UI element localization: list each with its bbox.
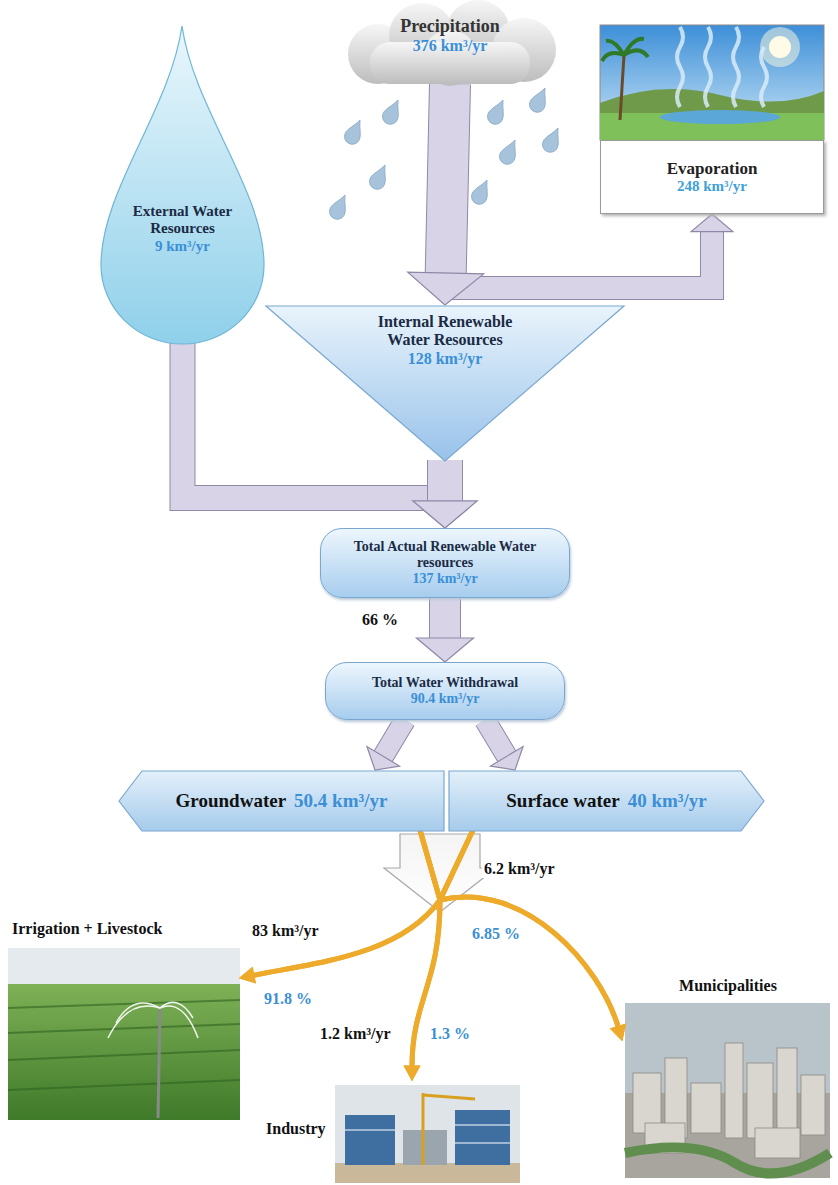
text-box: Evaporation248 km³/yr [600,140,824,214]
arrowhead [367,747,400,770]
industry-picture [335,1085,520,1183]
node-value: 50.4 km³/yr [294,790,387,812]
edge-label: 66 % [360,611,400,629]
node-value: 9 km³/yr [155,238,210,255]
node-title: Internal Renewable Water Resources [365,313,525,350]
node-title: Irrigation + Livestock [10,920,164,938]
arrowhead [611,1024,625,1040]
node-title: Municipalities [677,977,779,995]
flow-arrow-outline [485,720,507,757]
flow-value: 6.85 % [470,925,522,943]
node-title: Surface water [506,790,619,812]
arrow-banner: Groundwater 50.4 km³/yr [118,770,445,832]
flow-arrow-outline [383,720,405,757]
flow-arrow [440,830,618,1028]
node-title: Total Actual Renewable Water resources [331,539,559,571]
flow-connector [440,830,625,1040]
flow-arrow [253,830,440,975]
picture-node: Irrigation + Livestock [8,918,240,1122]
flow-arrow-outline [427,460,463,502]
node-title: Precipitation [400,16,500,37]
picture-node: Municipalities [622,975,832,1180]
flow-arrow-outline [429,598,461,639]
arrowhead [611,1024,625,1040]
flow-arrow [446,84,450,274]
arrowhead [413,501,478,528]
flow-connector [417,598,474,662]
arrow-banner: Surface water 40 km³/yr [448,770,765,832]
node-value: 248 km³/yr [677,178,747,195]
node-value: 40 km³/yr [628,790,707,812]
arrowhead [405,1066,420,1080]
rounded-box: Total Actual Renewable Water resources13… [320,528,570,598]
node-title: Groundwater [176,790,286,812]
arrowhead [408,272,484,305]
flow-arrow-outline [446,84,450,274]
flow-connector [485,720,523,770]
arrowhead [490,747,523,770]
flow-value: 83 km³/yr [250,922,321,940]
node-value: 128 km³/yr [408,350,483,368]
flow-connector [405,830,474,1080]
flow-arrow [383,720,405,757]
cloud: Precipitation376 km³/yr [330,2,570,86]
flow-connector [367,720,405,770]
funnel-triangle: Internal Renewable Water Resources128 km… [265,305,625,462]
flow-value: 91.8 % [262,990,314,1008]
rounded-box: Total Water Withdrawal90.4 km³/yr [325,662,565,720]
flow-connector [413,460,478,528]
node-title: Total Water Withdrawal [372,675,518,691]
flow-connector [408,84,484,305]
node-title: External Water Resources [119,203,247,238]
municipalities-picture [625,1003,830,1178]
node-title: Evaporation [667,159,758,179]
picture-node: Industry [262,1080,522,1183]
irrigation-picture [8,948,240,1120]
arrowhead [691,214,733,232]
flow-connector [420,830,625,1040]
arrowhead [405,1066,420,1080]
flow-arrow [412,830,473,1067]
node-value: 137 km³/yr [412,571,477,587]
node-outline [100,25,265,345]
flow-arrow [420,830,618,1028]
flow-value: 1.2 km³/yr [318,1025,393,1043]
flow-arrow [428,460,462,502]
flow-value: 1.3 % [428,1025,472,1043]
node-value: 376 km³/yr [413,37,488,55]
arrowhead [240,968,255,983]
flow-value: 6.2 km³/yr [482,860,557,878]
arrowhead [240,968,255,983]
water-drop: External Water Resources9 km³/yr [100,25,265,345]
arrowhead [417,638,474,662]
flow-arrow [430,598,460,639]
evaporation-picture [600,25,824,140]
node-value: 90.4 km³/yr [411,691,480,707]
node-title: Industry [264,1120,328,1138]
flow-arrow [485,720,507,757]
